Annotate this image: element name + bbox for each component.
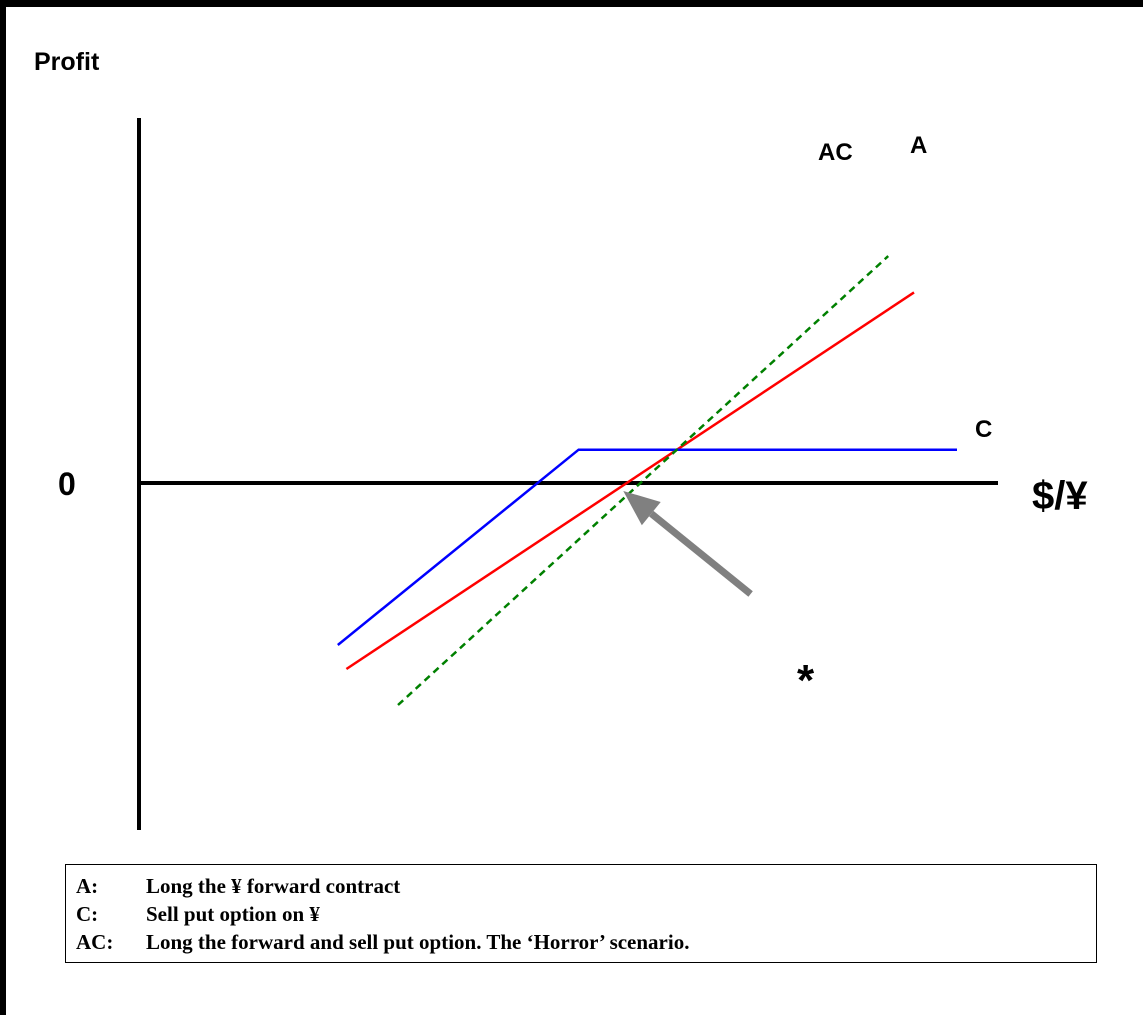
annotation-star-label: * [797,656,815,705]
legend-text: Sell put option on ¥ [146,902,320,926]
y-zero-label: 0 [58,466,76,502]
y-axis-label: Profit [34,48,100,76]
legend-row-a: A: Long the ¥ forward contract [76,872,1096,900]
series-label-ac: AC [818,139,853,166]
legend-row-c: C: Sell put option on ¥ [76,900,1096,928]
series-line-ac [397,255,890,706]
x-axis-label: $/¥ [1032,474,1088,518]
series-label-a: A [910,132,927,159]
annotation-arrow-shaft [649,510,753,597]
legend-text: Long the forward and sell put option. Th… [146,930,690,954]
legend-key: C: [76,902,99,926]
legend-row-ac: AC: Long the forward and sell put option.… [76,928,1096,956]
legend-text: Long the ¥ forward contract [146,874,401,898]
annotation-layer: * [623,491,815,705]
legend-key: A: [76,874,99,898]
series-label-c: C [975,416,992,443]
legend-key: AC: [76,930,114,954]
series-line-a [345,291,915,671]
series-line-c [337,448,957,646]
annotation-arrow-head [623,491,661,526]
legend-box: A: Long the ¥ forward contract C: Sell put… [65,864,1097,963]
